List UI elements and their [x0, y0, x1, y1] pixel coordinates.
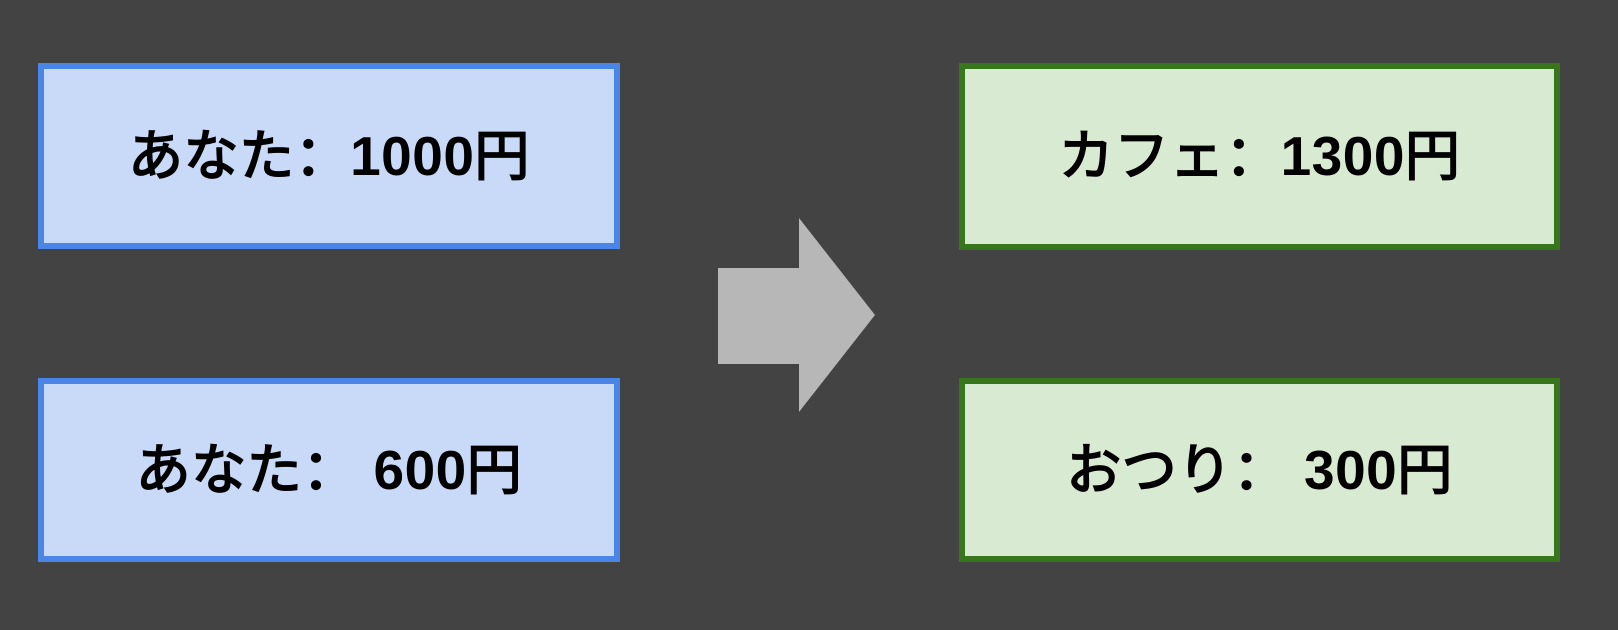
- card-you-paid-label: あなた：1000円: [128, 124, 530, 187]
- card-cafe-change-label: おつり： 300円: [1066, 438, 1453, 501]
- card-you-change[interactable]: あなた： 600円: [38, 378, 620, 562]
- card-cafe-total[interactable]: カフェ：1300円: [959, 63, 1560, 250]
- card-cafe-change[interactable]: おつり： 300円: [959, 378, 1560, 562]
- card-cafe-total-label: カフェ：1300円: [1058, 125, 1461, 188]
- card-you-paid[interactable]: あなた：1000円: [38, 63, 620, 249]
- arrow-right-icon: [718, 214, 878, 416]
- card-you-change-label: あなた： 600円: [135, 438, 523, 501]
